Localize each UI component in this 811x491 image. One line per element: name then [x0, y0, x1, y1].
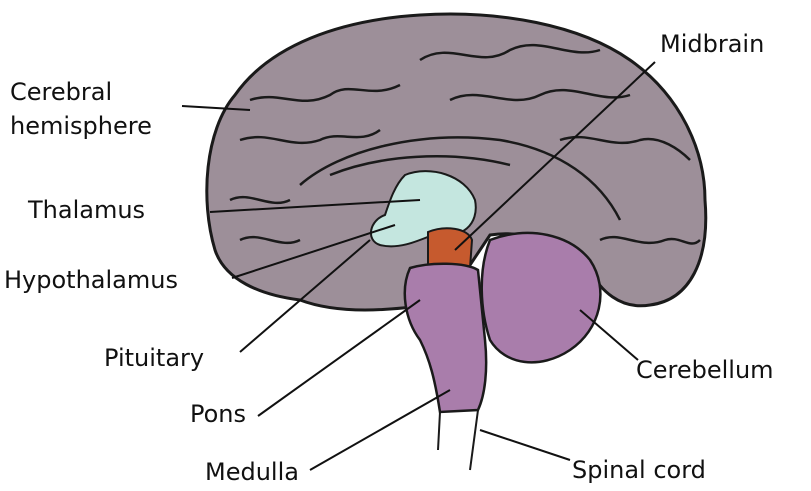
brainstem	[403, 262, 488, 414]
spinal-cord	[437, 409, 479, 471]
label-cerebellum: Cerebellum	[636, 356, 774, 384]
label-hemisphere: hemisphere	[10, 112, 152, 140]
label-spinal-cord: Spinal cord	[572, 456, 706, 484]
label-midbrain: Midbrain	[660, 30, 765, 58]
label-cerebral: Cerebral	[10, 78, 113, 106]
label-thalamus: Thalamus	[28, 196, 146, 224]
label-medulla: Medulla	[205, 458, 299, 486]
cerebellum	[480, 231, 602, 364]
leader-lines	[181, 61, 656, 471]
gyri-lines	[229, 43, 701, 245]
label-hypothalamus: Hypothalamus	[4, 266, 178, 294]
label-pons: Pons	[190, 400, 247, 428]
label-pituitary: Pituitary	[104, 344, 205, 372]
